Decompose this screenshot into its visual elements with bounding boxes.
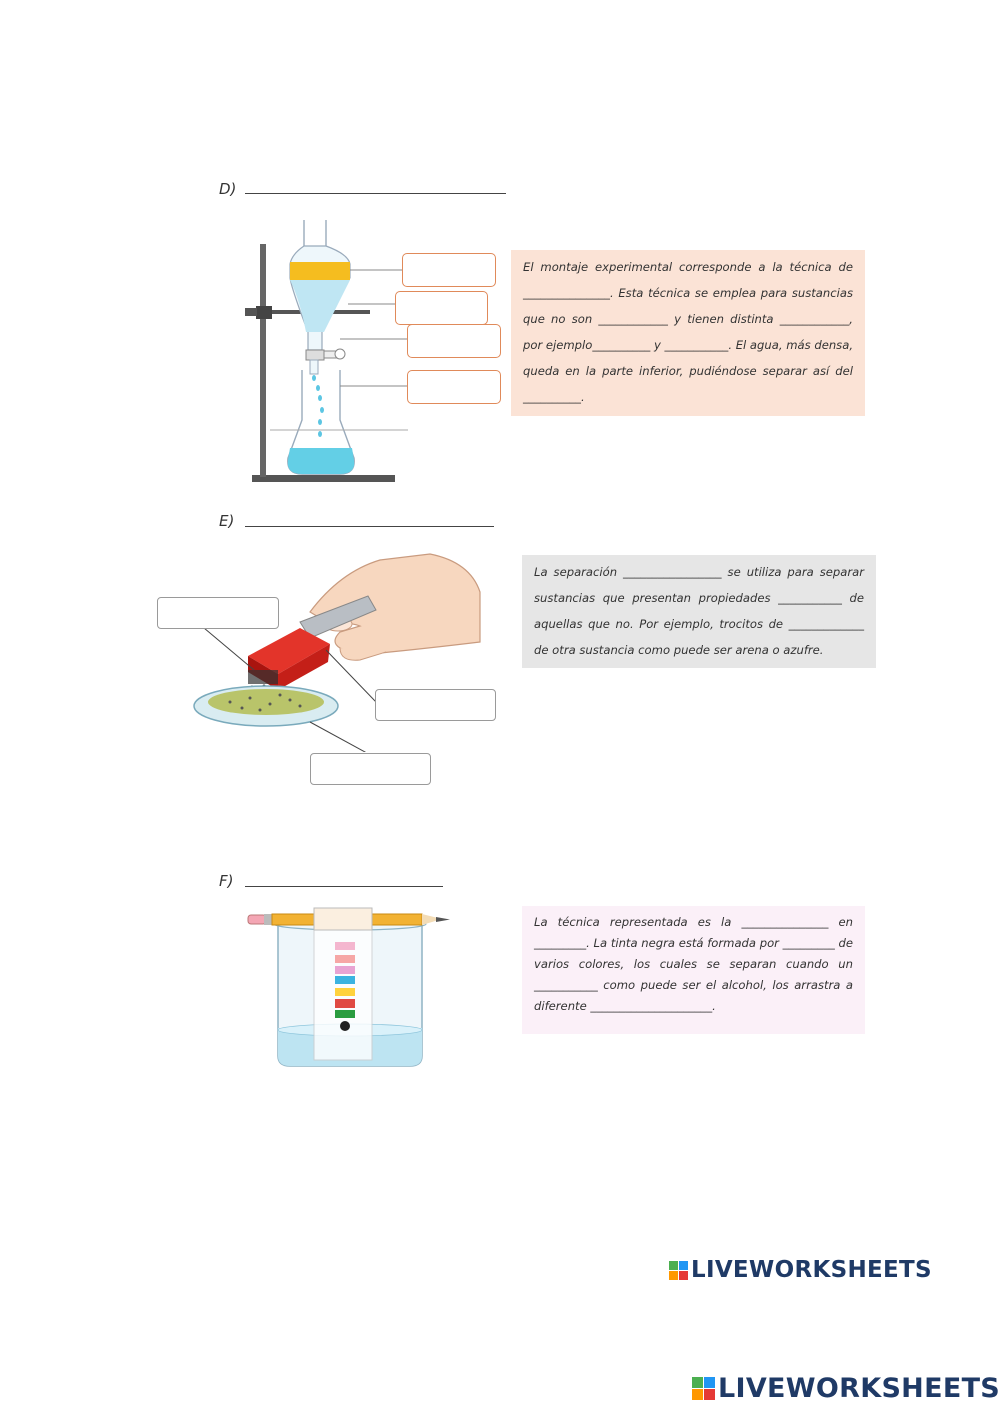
section-f-title-blank[interactable]: [245, 886, 443, 887]
label-box-e-2[interactable]: [375, 689, 496, 721]
section-e-label: E): [219, 512, 235, 530]
liveworksheets-logo-1: LIVEWORKSHEETS: [669, 1257, 932, 1283]
separatory-funnel-illustration: [245, 220, 408, 482]
label-box-e-1[interactable]: [157, 597, 279, 629]
label-box-d-2[interactable]: [395, 291, 488, 325]
magnet-separation-illustration: [193, 553, 481, 752]
section-d-label: D): [219, 180, 237, 198]
stand-base: [252, 475, 395, 482]
liveworksheets-logo-2: LIVEWORKSHEETS: [692, 1373, 1000, 1404]
section-e-title-blank[interactable]: [245, 526, 494, 527]
label-box-d-1[interactable]: [402, 253, 496, 287]
clamp-knob: [256, 306, 272, 319]
chromatography-illustration: [247, 907, 450, 1067]
stand-rod: [260, 244, 266, 477]
liveworksheets-logo-icon-2: [692, 1377, 715, 1400]
liveworksheets-logo-icon: [669, 1260, 688, 1280]
logo-text-1: LIVEWORKSHEETS: [691, 1257, 932, 1283]
section-e-text: La separación _________________ se utili…: [534, 565, 864, 657]
section-f-text-box: La técnica representada es la __________…: [522, 906, 865, 1034]
section-d-text: El montaje experimental corresponde a la…: [523, 260, 854, 404]
section-e-text-box: La separación _________________ se utili…: [522, 555, 876, 668]
label-box-d-3[interactable]: [407, 324, 501, 358]
label-box-e-3[interactable]: [310, 753, 431, 785]
label-box-d-4[interactable]: [407, 370, 501, 404]
section-f-label: F): [219, 872, 234, 890]
logo-text-2: LIVEWORKSHEETS: [718, 1373, 1000, 1404]
section-d-text-box: El montaje experimental corresponde a la…: [511, 250, 865, 416]
section-d-title-blank[interactable]: [245, 193, 506, 194]
section-f-text: La técnica representada es la __________…: [534, 915, 853, 1013]
